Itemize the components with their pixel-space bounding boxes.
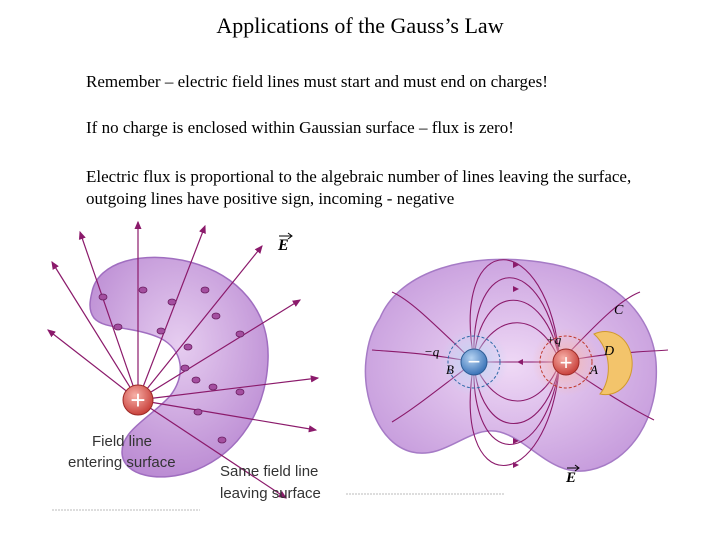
label-B: B: [446, 362, 454, 377]
negative-charge: [460, 348, 488, 376]
left-field-lines: [47, 220, 320, 499]
surface-D: [593, 331, 633, 396]
right-gaussian-figure: − + C D B A −q +q E: [364, 258, 669, 486]
surface-A: [539, 335, 593, 389]
caption-leaving-1: Same field line: [220, 463, 318, 480]
positive-charge: [122, 384, 154, 416]
surface-B: [447, 335, 501, 389]
negative-charge-symbol: −: [468, 349, 481, 374]
surface-C: [364, 258, 658, 472]
left-gaussian-figure: + E Field line entering surface Same fie…: [47, 220, 321, 502]
caption-entering-1: Field line: [92, 433, 152, 450]
label-A: A: [589, 362, 598, 377]
positive-charge-right-symbol: +: [560, 350, 573, 375]
positive-charge-right: [552, 348, 580, 376]
dipole-arrowheads: [513, 262, 523, 468]
caption-leaving-2: leaving surface: [220, 485, 321, 502]
positive-charge-symbol: +: [130, 385, 145, 415]
paragraph-field-lines: Remember – electric field lines must sta…: [86, 72, 548, 91]
label-C: C: [614, 303, 624, 318]
caption-entering-2: entering surface: [68, 454, 176, 471]
surface-crossing-marks: [98, 286, 245, 444]
kidney-gaussian-surface: [89, 256, 269, 478]
slide-title: Applications of the Gauss’s Law: [216, 13, 504, 38]
left-field-vector-label: E: [277, 237, 289, 254]
label-neg-q: −q: [424, 344, 440, 359]
paragraph-flux: Electric flux is proportional to the alg…: [86, 167, 632, 208]
right-field-vector-label: E: [565, 470, 576, 486]
label-D: D: [603, 344, 614, 359]
label-pos-q: +q: [546, 332, 562, 347]
paragraph-no-charge: If no charge is enclosed within Gaussian…: [86, 118, 514, 137]
